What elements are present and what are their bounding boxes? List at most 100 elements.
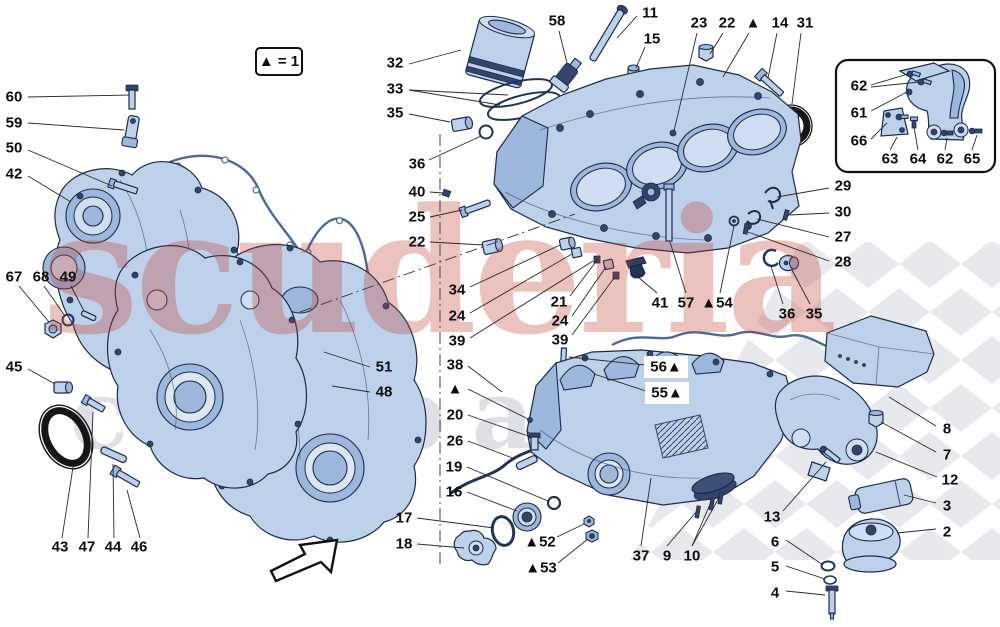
callout-label: 26 [447,433,464,450]
leader-line [635,46,646,69]
nut-22-top [698,43,714,62]
leader-line [408,113,451,123]
leader-line [719,225,735,294]
leader-line [467,440,516,460]
leader-line [557,538,589,564]
callout-label: 37 [633,548,650,565]
leader-line [870,81,920,88]
plug-45 [53,381,74,394]
callout-label: 17 [396,510,413,527]
o-ring-19 [546,495,562,511]
leader-line [789,212,830,216]
callout-label: 7 [943,447,951,464]
leader-line [323,351,371,368]
leader-line [785,565,826,580]
leader-line [112,463,115,539]
leader-line [61,466,74,539]
callout-label: 68 [33,269,50,286]
leader-line [971,134,978,151]
o-ring-17 [490,515,516,547]
leader-line [27,94,130,98]
leader-line [870,91,908,112]
leader-line [429,209,463,218]
bolt-30 [782,209,790,221]
callout-label-background [644,356,688,378]
callout-label: 20 [447,407,464,424]
leader-line [875,451,938,478]
washer-6 [820,560,836,572]
callout-label: 15 [644,31,661,48]
leader-line [87,411,94,539]
leader-line [903,494,937,504]
engine-mount-2 [841,518,901,573]
callout-label: 45 [6,359,23,376]
callout-label: 2 [943,524,951,541]
callout-label: ▲54 [701,295,733,312]
callout-label: 56▲ [650,359,682,376]
leader-line [785,539,824,566]
leader-line [43,285,66,317]
callout-label: 18 [396,536,413,553]
engine-mount-bracket-12 [774,375,878,482]
legend-text: ▲ = 1 [259,53,299,70]
leader-line [870,122,888,140]
leader-line [556,523,585,538]
deck-bolt-23 [669,129,677,137]
exploded-view-drawing [38,4,997,620]
callout-label: 62 [937,151,954,168]
pulley-35 [778,254,800,272]
leader-line [870,73,909,86]
callout-label: 31 [797,15,814,32]
callout-label: 33 [387,81,404,98]
callout-label: 60 [6,89,23,106]
leader-line [467,388,529,420]
callout-label: 48 [376,384,393,401]
cube-39b [612,271,620,280]
callout-label: 57 [678,295,695,312]
callout-label: 25 [409,209,426,226]
leader-line [913,126,919,151]
leader-line [640,477,652,547]
callout-label: ▲ [448,381,463,398]
callout-label: 62 [851,78,868,95]
callout-label: 44 [105,539,122,556]
bolt-28 [742,223,750,235]
cube-39a [593,255,601,264]
support-bracket-assembly [880,62,983,141]
leader-line [466,491,518,512]
leader-line [469,244,561,288]
leader-line [782,461,827,512]
crank-sensor-59 [121,115,140,149]
dipstick-tube-11 [589,4,628,62]
leader-line [467,365,503,393]
leader-line [429,241,484,246]
callout-label: 64 [910,151,927,168]
dowel-26 [515,455,538,470]
c-clip-36 [762,248,779,268]
leader-line [466,466,549,502]
callout-label: 65 [964,151,981,168]
callout-label: 35 [806,306,823,323]
leader-line [569,258,599,297]
nut-7 [868,409,884,428]
callout-label: 42 [6,166,23,183]
callout-label: 61 [851,105,868,122]
leader-line [469,253,573,314]
bolt-20 [528,432,541,451]
leader-line [568,356,646,366]
direction-arrow-icon [269,538,339,583]
callout-label: 12 [942,472,959,489]
callout-label: 21 [551,294,568,311]
bolt-14 [753,67,785,97]
leader-line [669,241,687,294]
leader-line [888,396,937,427]
leader-line [469,260,594,339]
callout-label: 34 [449,282,466,299]
plug-35 [450,116,474,132]
callout-label: 27 [835,229,852,246]
leader-line [889,136,898,151]
leader-line [673,32,698,132]
nut-67 [44,319,62,339]
bolt-50 [107,177,139,195]
knock-sensor [632,182,661,210]
